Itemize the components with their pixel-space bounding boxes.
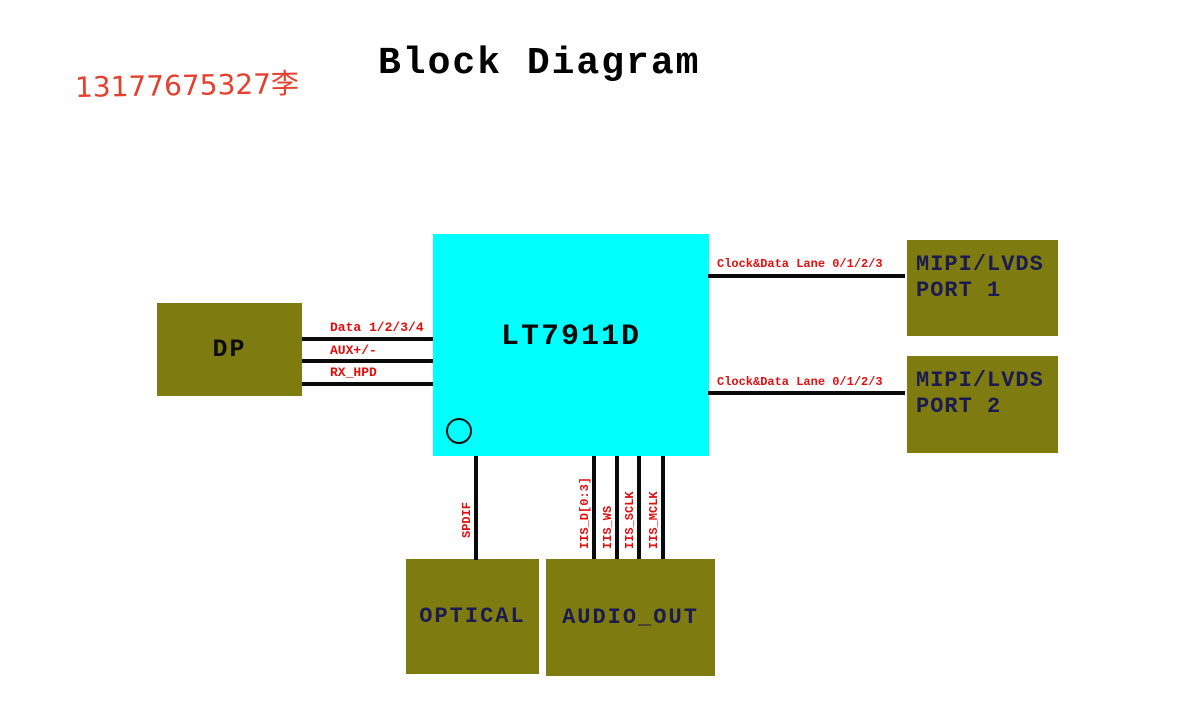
lt7911d-chip-block: LT7911D	[433, 234, 709, 456]
mipi-lvds-port2-label-line1: MIPI/LVDS	[916, 368, 1044, 393]
pin1-circle-marker	[446, 418, 472, 444]
mipi-lvds-port1-label-line1: MIPI/LVDS	[916, 252, 1044, 277]
mipi-lvds-port2-label: MIPI/LVDS PORT 2	[907, 356, 1058, 420]
wire-label-iis-d: IIS_D[0:3]	[578, 476, 592, 549]
wire-label-spdif: SPDIF	[460, 501, 474, 538]
audio-out-block: AUDIO_OUT	[546, 559, 715, 676]
wire-label-clock-data-port2: Clock&Data Lane 0/1/2/3	[717, 375, 883, 389]
wire-rx-hpd	[302, 382, 433, 386]
wire-label-iis-ws: IIS_WS	[601, 505, 615, 549]
mipi-lvds-port2-label-line2: PORT 2	[916, 394, 1002, 419]
wire-label-clock-data-port1: Clock&Data Lane 0/1/2/3	[717, 257, 883, 271]
wire-label-iis-sclk: IIS_SCLK	[623, 491, 637, 549]
lt7911d-chip-label: LT7911D	[500, 320, 642, 354]
page-title: Block Diagram	[378, 42, 701, 85]
optical-block-label: OPTICAL	[419, 604, 526, 629]
wire-label-iis-mclk: IIS_MCLK	[647, 491, 661, 549]
mipi-lvds-port1-label-line2: PORT 1	[916, 278, 1002, 303]
mipi-lvds-port1-label: MIPI/LVDS PORT 1	[907, 240, 1058, 304]
wire-iis-d	[592, 456, 596, 559]
wire-label-aux: AUX+/-	[330, 343, 377, 358]
wire-iis-sclk	[637, 456, 641, 559]
wire-label-rx-hpd: RX_HPD	[330, 365, 377, 380]
watermark-phone-text: 13177675327李	[74, 67, 300, 104]
dp-block: DP	[157, 303, 302, 396]
optical-block: OPTICAL	[406, 559, 539, 674]
wire-clock-data-port2	[708, 391, 905, 395]
wire-data-lanes	[302, 337, 433, 341]
wire-aux	[302, 359, 433, 363]
wire-iis-ws	[615, 456, 619, 559]
wire-label-data-lanes: Data 1/2/3/4	[330, 320, 424, 335]
mipi-lvds-port1-block: MIPI/LVDS PORT 1	[907, 240, 1058, 336]
wire-iis-mclk	[661, 456, 665, 559]
mipi-lvds-port2-block: MIPI/LVDS PORT 2	[907, 356, 1058, 453]
wire-spdif	[474, 456, 478, 560]
wire-clock-data-port1	[708, 274, 905, 278]
dp-block-label: DP	[212, 335, 247, 364]
audio-out-block-label: AUDIO_OUT	[562, 605, 699, 630]
